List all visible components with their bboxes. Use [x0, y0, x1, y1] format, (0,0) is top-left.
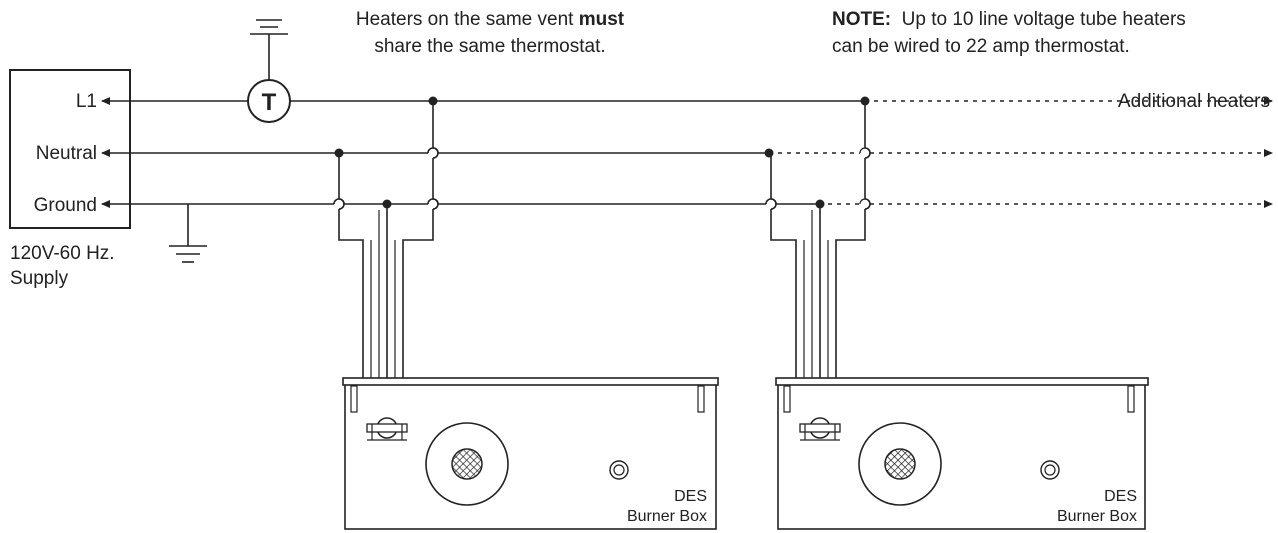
heater2-drops [770, 101, 871, 390]
cable-clamp-icon [366, 417, 408, 441]
terminal-l1-label: L1 [76, 91, 97, 112]
supply-label-line1: 120V-60 Hz. [10, 243, 115, 264]
thermostat-ground-icon [250, 19, 288, 80]
vent-note-line1: Heaters on the same vent must [356, 9, 625, 30]
burner-mesh-icon [884, 448, 916, 480]
burner-box-2: DES Burner Box [775, 377, 1149, 530]
heater1-drops [338, 101, 439, 390]
burner-box-1-line1: DES [674, 488, 707, 505]
thermostat-symbol: T [262, 89, 277, 116]
wire-ground [101, 198, 1273, 208]
capacity-note-line1: NOTE: Up to 10 line voltage tube heaters [832, 9, 1186, 30]
burner-mesh-icon [451, 448, 483, 480]
wire-neutral [101, 147, 1273, 157]
burner-box-1-line2: Burner Box [627, 508, 707, 525]
vent-note-line2: share the same thermostat. [374, 36, 605, 57]
terminal-neutral-label: Neutral [36, 143, 97, 164]
supply-label-line2: Supply [10, 268, 69, 289]
supply-ground-icon [169, 204, 207, 263]
junction-dots [334, 96, 870, 209]
terminal-ground-label: Ground [34, 195, 97, 216]
cable-clamp-icon [799, 417, 841, 441]
capacity-note-line2: can be wired to 22 amp thermostat. [832, 36, 1130, 57]
burner-box-1: DES Burner Box [342, 377, 719, 530]
burner-box-2-line2: Burner Box [1057, 508, 1137, 525]
supply-box [9, 69, 131, 229]
additional-heaters-label: Additional heaters [1118, 91, 1270, 112]
burner-box-2-line1: DES [1104, 488, 1137, 505]
